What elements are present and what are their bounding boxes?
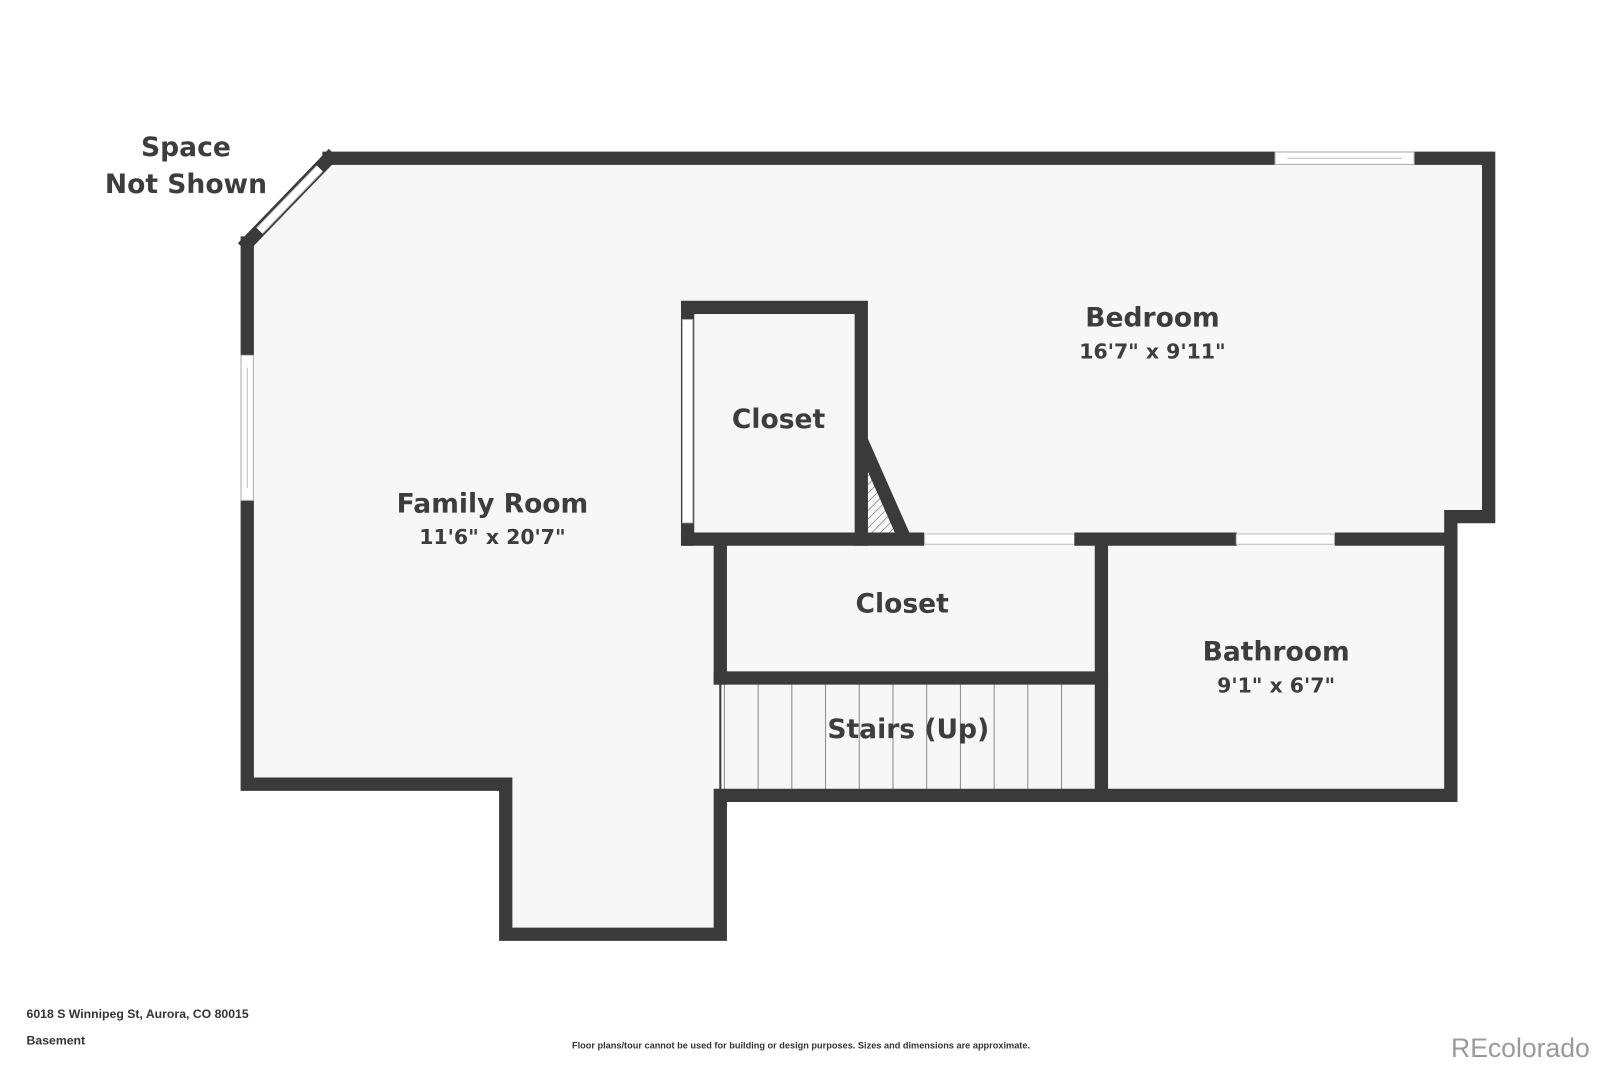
- floor-level: Basement: [27, 1034, 86, 1048]
- room-name-bedroom: Bedroom: [1085, 303, 1220, 334]
- property-address: 6018 S Winnipeg St, Aurora, CO 80015: [27, 1007, 249, 1021]
- window-diagonal: [256, 165, 324, 234]
- room-dims-bedroom: 16'7" x 9'11": [1079, 339, 1225, 363]
- room-dims-family-room: 11'6" x 20'7": [419, 525, 565, 549]
- door-opening: [1235, 533, 1335, 545]
- door-opening: [924, 533, 1076, 545]
- space-not-shown-line1: Space: [141, 132, 231, 163]
- disclaimer: Floor plans/tour cannot be used for buil…: [572, 1041, 1030, 1051]
- room-name-stairs: Stairs (Up): [827, 714, 989, 745]
- closet-opening: [681, 319, 694, 524]
- room-name-bathroom: Bathroom: [1203, 637, 1350, 668]
- space-not-shown-line2: Not Shown: [105, 169, 267, 200]
- floor-area: [247, 158, 1489, 935]
- room-name-closet-2: Closet: [855, 589, 949, 620]
- stairs-treads: [723, 684, 1063, 790]
- outer-wall: [240, 151, 1496, 941]
- angled-wall: [855, 438, 912, 544]
- room-dims-bathroom: 9'1" x 6'7": [1217, 673, 1335, 697]
- recolorado-logo: REcolorado: [1451, 1033, 1590, 1063]
- room-name-family-room: Family Room: [397, 489, 589, 520]
- room-name-closet-1: Closet: [732, 404, 826, 435]
